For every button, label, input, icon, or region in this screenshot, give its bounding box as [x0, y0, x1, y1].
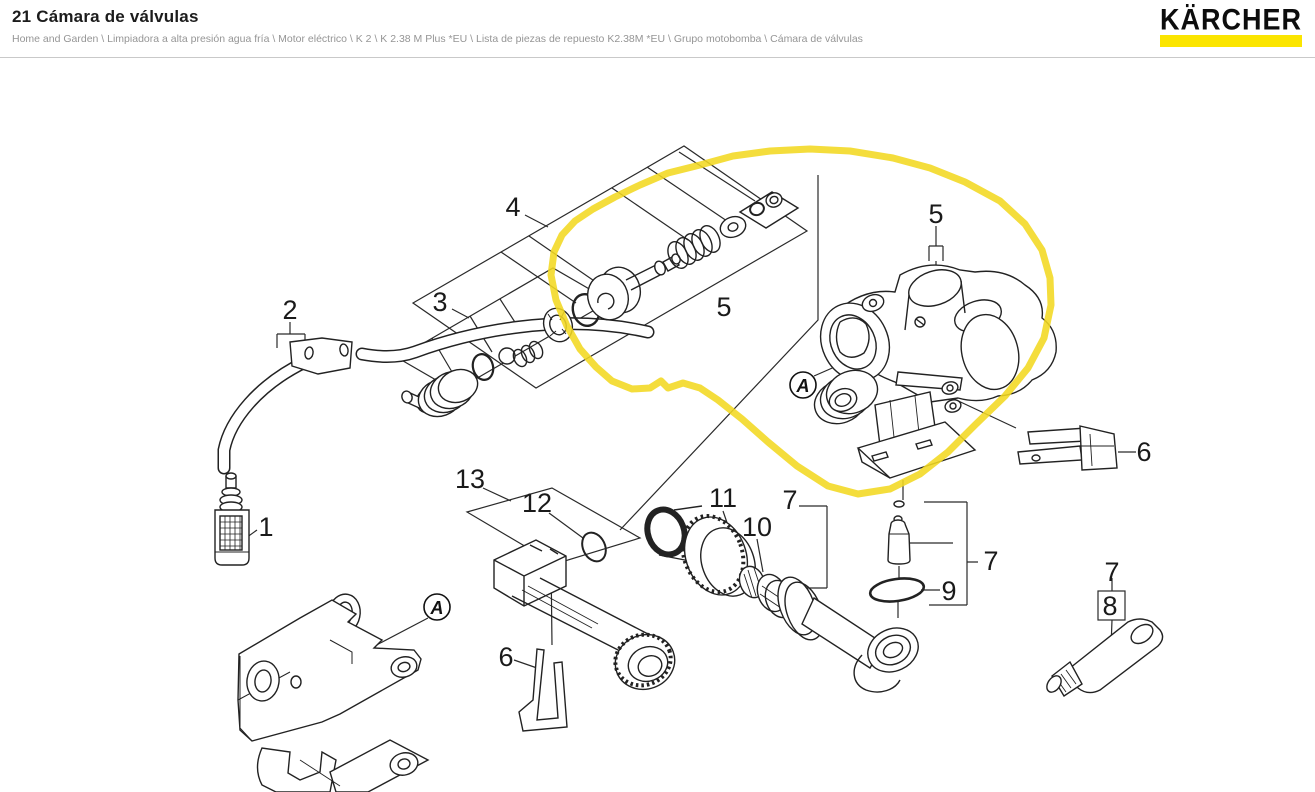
part-fitting-3 [401, 307, 574, 418]
part-hose-connector-11 [644, 505, 919, 693]
part-bracket-housing-a [237, 593, 422, 742]
part-elbow-pipe-13 [493, 531, 676, 691]
label-5b-bracket [928, 226, 944, 287]
part-label-7c: 7 [1104, 557, 1119, 587]
part-fork-clip-6b [1017, 425, 1118, 471]
part-grease-tube-8 [1046, 618, 1164, 697]
part-label-4: 4 [505, 192, 520, 222]
part-label-5a: 5 [716, 292, 731, 322]
part-label-7a: 7 [782, 485, 797, 515]
page-title: 21 Cámara de válvulas [12, 7, 199, 26]
part-label-3: 3 [432, 287, 447, 317]
part-valve-7 [868, 515, 926, 603]
part-fork-clip-6a [518, 648, 568, 732]
page-header: 21 Cámara de válvulas Home and Garden \ … [0, 0, 1315, 58]
label-6-leaders [513, 397, 1136, 669]
karcher-logo-bar [1160, 35, 1302, 47]
part-bracket-housing-b [256, 739, 430, 792]
construction-line [619, 175, 819, 531]
marker-a-left-circle [423, 593, 451, 621]
part-label-8: 8 [1102, 591, 1117, 621]
marker-a-right: A [796, 376, 810, 396]
karcher-logo-text: KÄRCHER [1160, 3, 1302, 37]
part-label-6a: 6 [498, 642, 513, 672]
part-filter-1 [214, 472, 250, 566]
part-label-9: 9 [941, 576, 956, 606]
part-label-13: 13 [455, 464, 485, 494]
part-label-1: 1 [258, 512, 273, 542]
label-2-bracket [276, 322, 306, 348]
marker-a-right-circle [789, 371, 817, 399]
group-boxes-and-leaders [238, 145, 1136, 669]
label-7a-bracket [795, 505, 828, 589]
part-label-10: 10 [742, 512, 772, 542]
part-label-12: 12 [522, 488, 552, 518]
view-markers [423, 371, 817, 621]
label-7b-bracket [909, 501, 978, 606]
part-hose-2 [217, 317, 655, 475]
part-oring-12 [581, 531, 607, 563]
part-label-7b: 7 [983, 546, 998, 576]
part-label-5b: 5 [928, 199, 943, 229]
marker-a-left: A [430, 598, 444, 618]
part-label-6b: 6 [1136, 437, 1151, 467]
breadcrumb[interactable]: Home and Garden \ Limpiadora a alta pres… [12, 33, 863, 45]
part-oring-9 [868, 577, 926, 603]
callout-labels: 4 3 5 5 2 1 13 12 11 7 10 6 6 7 9 7 8 [258, 192, 1151, 672]
part-valve-piston-5 [571, 191, 800, 328]
part-label-11: 11 [709, 483, 737, 513]
part-label-2: 2 [282, 295, 297, 325]
part-valve-chamber-5 [813, 264, 1057, 508]
group-box-4 [411, 145, 809, 389]
karcher-logo[interactable]: KÄRCHER [1160, 3, 1302, 47]
highlight-loop [547, 145, 1055, 498]
